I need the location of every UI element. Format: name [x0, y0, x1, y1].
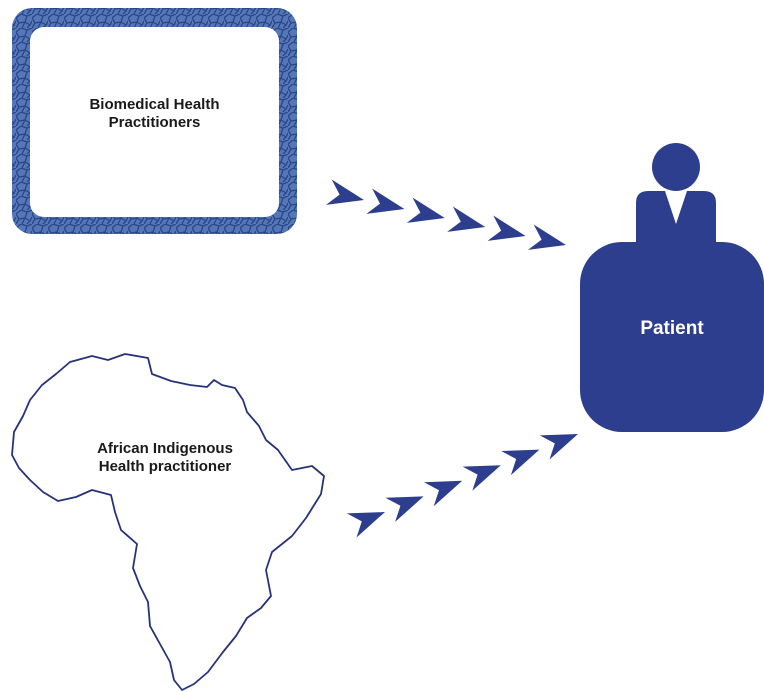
patient-icon [636, 143, 716, 243]
arrow-chevron-top [487, 215, 526, 241]
african-label-line1: African Indigenous [97, 440, 233, 457]
arrow-chevron-bottom [346, 512, 385, 538]
arrows-african-to-patient [346, 434, 578, 538]
biomedical-label-line1: Biomedical Health [89, 96, 220, 113]
patient-label: Patient [640, 318, 704, 339]
arrow-chevron-top [366, 188, 405, 214]
biomedical-frame [12, 8, 297, 234]
africa-map-outline [11, 353, 325, 691]
arrow-chevron-bottom [539, 434, 578, 460]
arrow-chevron-top [326, 179, 364, 205]
arrow-chevron-bottom [424, 480, 463, 507]
arrow-chevron-top [406, 197, 445, 223]
arrow-chevron-bottom [462, 465, 501, 491]
arrow-chevron-bottom [501, 449, 540, 476]
arrow-chevron-top [447, 206, 486, 232]
patient-block [580, 242, 764, 432]
biomedical-label-line2: Practitioners [108, 114, 201, 132]
arrows-biomedical-to-patient [326, 179, 566, 250]
arrow-chevron-top [528, 224, 566, 250]
african-label: African Indigenous Health practitioner [60, 440, 270, 477]
biomedical-label: Biomedical Health Practitioners [30, 96, 279, 133]
arrow-chevron-bottom [385, 496, 424, 522]
patient-head-icon [652, 143, 700, 191]
african-label-line2: Health practitioner [98, 458, 232, 476]
patient-body-icon [636, 191, 716, 243]
